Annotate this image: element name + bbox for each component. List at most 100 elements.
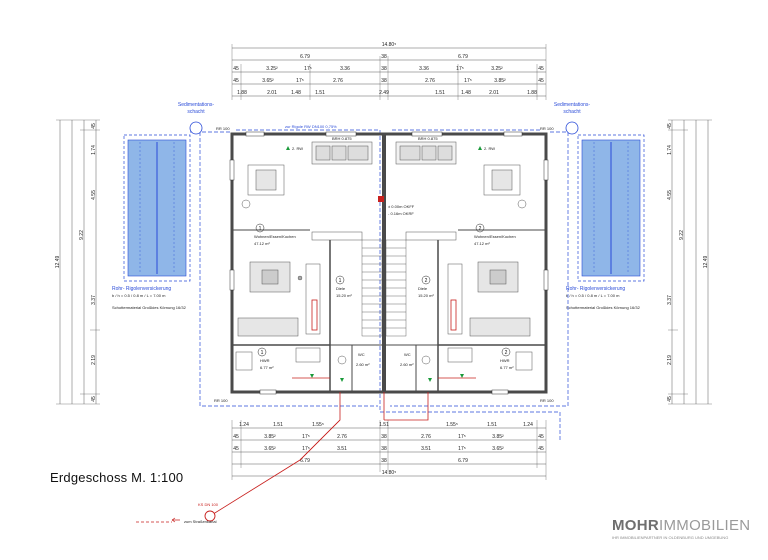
dim-bot-r1-6: 1.24 <box>523 422 533 428</box>
sed-right-label-2: schacht <box>563 109 581 115</box>
dim-left-2: 4.55 <box>91 190 97 200</box>
dim-bot-r1-1: 1.51 <box>273 422 283 428</box>
dim-top-r2-6: 17⁵ <box>456 66 464 72</box>
room-left-1-number: 1 <box>259 226 262 232</box>
right-dimension-texts: 45 1.74 4.55 9.22 12.49 3.37 2.19 45 <box>667 123 709 402</box>
room-right-3-name: HWR <box>500 358 510 363</box>
dim-bot-r2-8: 45 <box>538 434 544 440</box>
dim-top-r1-0: 6.79 <box>300 54 310 60</box>
room-right-1-number: 2 <box>479 226 482 232</box>
dim-top-r2-3: 3.36 <box>340 66 350 72</box>
building-walls <box>230 132 548 394</box>
dim-bot-r4-1: 38 <box>381 458 387 464</box>
top-dimension-texts: 14.80⁵ 6.79 38 6.79 45 3.25² 17⁵ 3.36 38… <box>233 42 544 96</box>
sewer-shaft <box>204 510 216 522</box>
room-left-wc: WC <box>358 352 365 357</box>
rr-top-left: RR 100 <box>216 126 230 131</box>
dim-top-r4-1: 2.01 <box>267 90 277 96</box>
drawing-title: Erdgeschoss M. 1:100 <box>50 470 184 485</box>
dim-bot-r3-5: 3.51 <box>421 446 431 452</box>
rooms-right: 2 Wohnen/Essen/Kochen 47.12 m² 2 Diele 1… <box>400 223 516 370</box>
room-right-2-area: 15.20 m² <box>418 293 434 298</box>
dim-right-6: 2.19 <box>667 355 673 365</box>
room-right-1-name: Wohnen/Essen/Kochen <box>474 234 516 239</box>
dim-right-2: 4.55 <box>667 190 673 200</box>
rr-bottom-left: RR 100 <box>214 398 228 403</box>
dim-top-r2-8: 45 <box>538 66 544 72</box>
room-right-2-name: Diele <box>418 286 428 291</box>
room-right-wc: WC <box>404 352 411 357</box>
stair-label-left: 2. RW <box>292 146 303 151</box>
sed-right-label-1: Sedimentations- <box>554 102 590 108</box>
rigolen-left-detail: b / h = 0.5 / 0.8 m / L = 7.00 m <box>112 293 166 298</box>
room-right-1-area: 47.12 m² <box>474 241 490 246</box>
dim-left-7: 45 <box>91 396 97 402</box>
dim-bot-r3-2: 17⁵ <box>302 446 310 452</box>
rigolen-left-detail2: Schottermaterial Großkies Körnung 16/32 <box>112 305 187 310</box>
left-dimension-texts: 45 1.74 4.55 9.22 12.49 3.37 2.19 45 <box>55 123 97 402</box>
markers <box>286 146 482 382</box>
dim-top-r3-4: 38 <box>381 78 387 84</box>
dim-top-r2-0: 45 <box>233 66 239 72</box>
dim-right-1: 1.74 <box>667 145 673 155</box>
dim-right-0: 45 <box>667 123 673 129</box>
dim-top-r2-1: 3.25² <box>266 66 278 72</box>
logo-subtitle: IHR IMMOBILIENPARTNER IN OLDENBURG UND U… <box>612 535 729 540</box>
total-width-text: 14.80⁵ <box>382 42 397 48</box>
furniture-right <box>395 141 533 371</box>
dim-bot-r2-3: 2.76 <box>337 434 347 440</box>
rigolen-right-title: Rohr- Rigolenversickerung <box>566 286 625 292</box>
dim-top-r3-7: 3.85² <box>494 78 506 84</box>
dim-left-1: 1.74 <box>91 145 97 155</box>
level-okrf: - 0.16m OKRF <box>388 211 414 216</box>
sedimentation-shaft-right <box>565 121 579 135</box>
dim-top-r4-8: 1.88 <box>527 90 537 96</box>
dim-top-r4-5: 1.51 <box>435 90 445 96</box>
room-right-wc-area: 2.60 m² <box>400 362 414 367</box>
dim-bot-r1-3: 1.51 <box>379 422 389 428</box>
dim-bot-r3-0: 45 <box>233 446 239 452</box>
dim-top-r4-4: 2.49 <box>379 90 389 96</box>
sed-left-label-1: Sedimentations- <box>178 102 214 108</box>
dim-top-r3-6: 17⁵ <box>464 78 472 84</box>
dim-top-r3-0: 45 <box>233 78 239 84</box>
street-label: zum Straßenkanal <box>184 519 217 524</box>
sewer-lines <box>209 377 476 517</box>
stair-label-right: 2. RW <box>484 146 495 151</box>
counters <box>305 231 463 335</box>
dim-bot-r2-5: 2.76 <box>421 434 431 440</box>
rigolen-left <box>123 134 191 282</box>
company-logo: MOHRIMMOBILIEN IHR IMMOBILIENPARTNER IN … <box>612 517 760 540</box>
dim-right-3: 9.22 <box>679 230 685 240</box>
rigole-top-label: zur Rigole RW DN100 0,75% <box>285 124 337 129</box>
dim-top-r1-2: 6.79 <box>458 54 468 60</box>
brh-top-left: BRH 0.875 <box>332 136 352 141</box>
furniture-left <box>235 141 373 371</box>
rigolen-right <box>577 134 645 282</box>
dim-bot-r3-6: 17⁵ <box>458 446 466 452</box>
dim-left-4: 12.49 <box>55 256 61 269</box>
room-left-wc-area: 2.60 m² <box>356 362 370 367</box>
dim-top-r2-4: 38 <box>381 66 387 72</box>
bottom-dimensions <box>231 420 547 480</box>
dim-bot-r4-2: 6.79 <box>458 458 468 464</box>
windows <box>229 131 549 395</box>
room-left-3-number: 1 <box>261 350 264 356</box>
logo-light: IMMOBILIEN <box>659 517 751 534</box>
dim-top-r4-7: 2.01 <box>489 90 499 96</box>
dim-top-r4-2: 1.48 <box>291 90 301 96</box>
dim-bot-r3-4: 38 <box>381 446 387 452</box>
dim-left-3: 9.22 <box>79 230 85 240</box>
rooms-left: 1 Wohnen/Essen/Kochen 47.12 m² 1 Diele 1… <box>254 223 370 370</box>
dim-bot-r4-0: 6.79 <box>300 458 310 464</box>
rigolen-right-detail: b / h = 0.5 / 0.8 m / L = 7.00 m <box>566 293 620 298</box>
side-dimensions <box>56 119 712 405</box>
dim-bot-r3-8: 45 <box>538 446 544 452</box>
rigolen-left-title: Rohr- Rigolenversickerung <box>112 286 171 292</box>
ks-label: KS DN 100 <box>198 502 219 507</box>
street-arrow-icon <box>171 517 180 523</box>
rigolen-right-detail2: Schottermaterial Großkies Körnung 16/32 <box>566 305 641 310</box>
dim-right-5: 3.37 <box>667 295 673 305</box>
dim-bot-r2-0: 45 <box>233 434 239 440</box>
